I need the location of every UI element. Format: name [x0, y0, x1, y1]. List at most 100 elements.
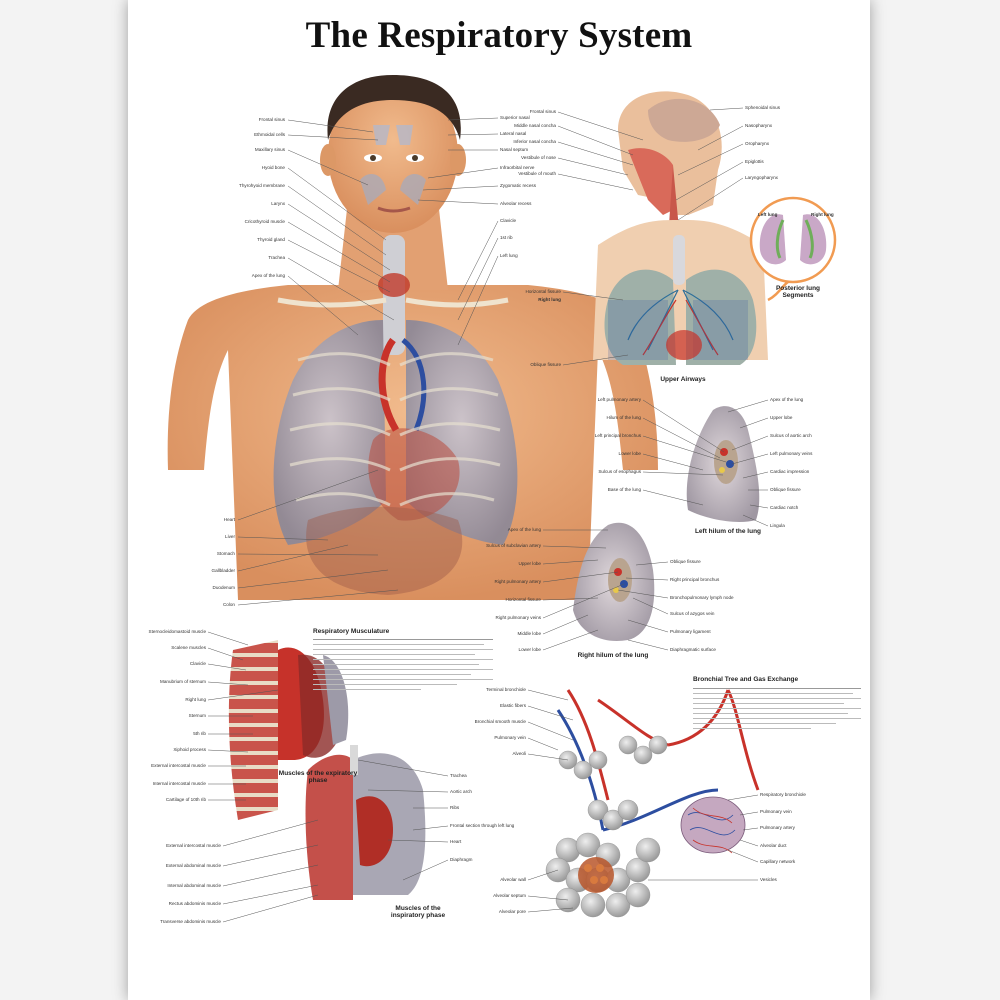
label: Right pulmonary artery: [494, 579, 541, 584]
label: Lower lobe: [518, 647, 541, 652]
label: Aortic arch: [450, 789, 472, 794]
label: Colon: [222, 602, 235, 607]
caption-expiratory: Muscles of the expiratory phase: [278, 770, 358, 784]
expiratory-muscles-figure: [207, 631, 349, 820]
label: Capillary network: [760, 859, 796, 864]
label: Maxillary sinus: [254, 147, 285, 152]
section-title-bronchial: Bronchial Tree and Gas Exchange: [693, 676, 799, 683]
label: Horizontal fissure: [505, 597, 542, 602]
label: External abdominal muscle: [165, 863, 221, 868]
label: Sulcus of aortic arch: [770, 433, 812, 438]
bronchial-text-block: [693, 686, 861, 756]
label: Left pulmonary veins: [770, 451, 813, 456]
label: Oblique fissure: [770, 487, 801, 492]
label: Cardiac notch: [770, 505, 799, 510]
label: Apex of the lung: [251, 273, 285, 278]
label: Diaphragm: [450, 857, 473, 862]
label: Vestibule of mouth: [518, 171, 556, 176]
inspiratory-muscles-figure: [222, 745, 449, 923]
label: Hyoid bone: [261, 165, 285, 170]
label: Manubrium of sternum: [160, 679, 206, 684]
label: Xiphoid process: [173, 747, 206, 752]
label: Middle lobe: [517, 631, 542, 636]
label: Pulmonary vein: [760, 809, 792, 814]
label: Lateral nasal: [500, 131, 527, 136]
label: Right lung: [538, 297, 561, 302]
label: Thyrohyoid membrane: [239, 183, 285, 188]
label: Upper lobe: [770, 415, 793, 420]
label: Sternum: [188, 713, 206, 718]
label-right-lung: Right lung: [811, 212, 834, 217]
label: Sphenoidal sinus: [745, 105, 780, 110]
label: Alveolar duct: [760, 843, 787, 848]
musculature-text-block: [313, 637, 493, 717]
label: Clavicle: [189, 661, 206, 666]
label: Upper lobe: [518, 561, 541, 566]
label: Heart: [450, 839, 462, 844]
label: Right principal bronchus: [670, 577, 720, 582]
label: Middle nasal concha: [514, 123, 556, 128]
label: Pulmonary ligament: [670, 629, 711, 634]
label: Vestibule of nose: [521, 155, 556, 160]
label: Vesicles: [760, 877, 777, 882]
label: Alveolar pore: [498, 909, 526, 914]
label: Sulcus of subclavian artery: [486, 543, 541, 548]
label: Hilum of the lung: [606, 415, 641, 420]
label: Heart: [223, 517, 235, 522]
poster-title: The Respiratory System: [305, 15, 693, 56]
label: Gallbladder: [211, 568, 236, 573]
label: Clavicle: [500, 218, 517, 223]
label: Internal abdominal muscle: [167, 883, 221, 888]
label: Internal intercostal muscle: [152, 781, 206, 786]
label: Right lung: [185, 697, 206, 702]
label: Scalene muscles: [171, 645, 206, 650]
label: Bronchopulmonary lymph node: [670, 595, 734, 600]
label: Oblique fissure: [670, 559, 701, 564]
label: Lingula: [770, 523, 785, 528]
caption-upper-airways: Upper Airways: [660, 376, 706, 383]
label: Alveoli: [512, 751, 526, 756]
label: Duodenum: [212, 585, 235, 590]
label: Cardiac impression: [770, 469, 810, 474]
caption-left-hilum: Left hilum of the lung: [694, 528, 762, 535]
anatomy-poster: The Respiratory System: [128, 0, 870, 1000]
caption-right-hilum: Right hilum of the lung: [577, 652, 649, 659]
illustration-canvas: [167, 75, 837, 923]
label: Ribs: [450, 805, 460, 810]
right-hilum-figure: [542, 522, 669, 651]
label: Sulcus of azygos vein: [670, 611, 715, 616]
label: Right pulmonary veins: [495, 615, 541, 620]
label: Laryngopharynx: [745, 175, 778, 180]
caption-inspiratory: Muscles of the inspiratory phase: [390, 905, 446, 919]
label: Diaphragmatic surface: [670, 647, 716, 652]
label: External intercostal muscle: [151, 763, 206, 768]
label: Epiglottis: [745, 159, 764, 164]
label: Base of the lung: [607, 487, 641, 492]
label: Nasal septum: [500, 147, 529, 152]
label: Infraorbital nerve: [500, 165, 535, 170]
label: Alveolar recess: [500, 201, 532, 206]
label: Left principal bronchus: [594, 433, 641, 438]
label: Frontal sinus: [258, 117, 285, 122]
upper-airways-figure: [557, 91, 837, 366]
label: Transverse abdominis muscle: [160, 919, 221, 924]
label: Alveolar septum: [493, 893, 526, 898]
label: Nasopharynx: [745, 123, 773, 128]
label: Rectus abdominis muscle: [168, 901, 221, 906]
label: Inferior nasal concha: [513, 139, 556, 144]
label: Terminal bronchiole: [486, 687, 526, 692]
label: Frontal sinus: [529, 109, 556, 114]
label: Left lung: [500, 253, 518, 258]
label: Zygomatic recess: [500, 183, 536, 188]
label: Apex of the lung: [770, 397, 804, 402]
label: Stomach: [216, 551, 235, 556]
label: Respiratory bronchiole: [760, 792, 806, 797]
label: Elastic fibers: [499, 703, 526, 708]
label: Oblique fissure: [530, 362, 561, 367]
label: Trachea: [268, 255, 285, 260]
label: Cartilage of 10th rib: [165, 797, 206, 802]
label: Thyroid gland: [257, 237, 285, 242]
label: Sulcus of esophagus: [598, 469, 641, 474]
label: Liver: [225, 534, 235, 539]
label: Pulmonary artery: [760, 825, 795, 830]
